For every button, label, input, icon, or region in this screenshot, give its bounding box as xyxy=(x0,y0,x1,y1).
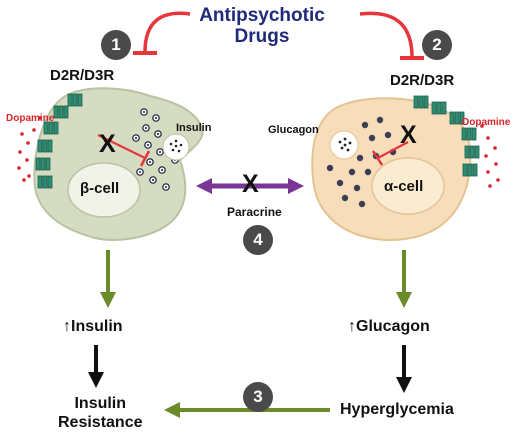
inhibit-arrow-right xyxy=(359,11,414,58)
insulin-vesicles xyxy=(132,108,179,191)
insulin-resistance-label: Insulin Resistance xyxy=(58,394,143,432)
dopamine-label-left: Dopamine xyxy=(6,113,55,124)
alpha-receptors xyxy=(413,95,480,177)
alpha-inhibit-bar xyxy=(371,150,384,166)
insulin-resistance-line-1: Insulin xyxy=(74,395,127,412)
glucagon-up-label: ↑Glucagon xyxy=(348,318,430,335)
beta-cell-label: β-cell xyxy=(80,180,120,197)
step-badge-4: 4 xyxy=(243,225,273,255)
alpha-cell-label: α-cell xyxy=(384,178,424,195)
beta-receptors xyxy=(35,93,83,189)
paracrine-block-mark: X xyxy=(242,170,259,198)
alpha-nucleus xyxy=(371,157,445,215)
dopamine-dots-right xyxy=(480,124,500,188)
step-badge-3: 3 xyxy=(243,382,273,412)
beta-inhibit-line xyxy=(97,134,146,159)
dopamine-dots-left xyxy=(17,116,42,182)
paracrine-label: Paracrine xyxy=(227,205,282,219)
beta-nucleus xyxy=(67,162,141,218)
glucagon-label: Glucagon xyxy=(268,124,319,136)
beta-block-mark: X xyxy=(99,130,116,158)
beta-inhibit-bar xyxy=(139,150,151,167)
step-badge-2: 2 xyxy=(422,30,452,60)
insulin-resistance-line-2: Resistance xyxy=(58,414,143,431)
dopamine-label-right: Dopamine xyxy=(462,117,511,128)
insulin-granule-dots xyxy=(169,139,183,153)
step-badge-1: 1 xyxy=(101,30,131,60)
receptor-label-left: D2R/D3R xyxy=(50,67,115,84)
title-line-2: Drugs xyxy=(234,26,290,47)
glucagon-granule-dots xyxy=(338,137,352,152)
receptor-label-right: D2R/D3R xyxy=(390,72,455,89)
inhibit-arrow-left xyxy=(143,11,191,53)
insulin-label: Insulin xyxy=(176,122,212,134)
title-line-1: Antipsychotic xyxy=(199,5,325,26)
diagram-title: Antipsychotic Drugs xyxy=(190,5,334,47)
hyperglycemia-label: Hyperglycemia xyxy=(340,401,454,418)
alpha-inhibit-line xyxy=(377,141,409,159)
alpha-block-mark: X xyxy=(400,121,417,149)
insulin-up-label: ↑Insulin xyxy=(63,318,123,335)
